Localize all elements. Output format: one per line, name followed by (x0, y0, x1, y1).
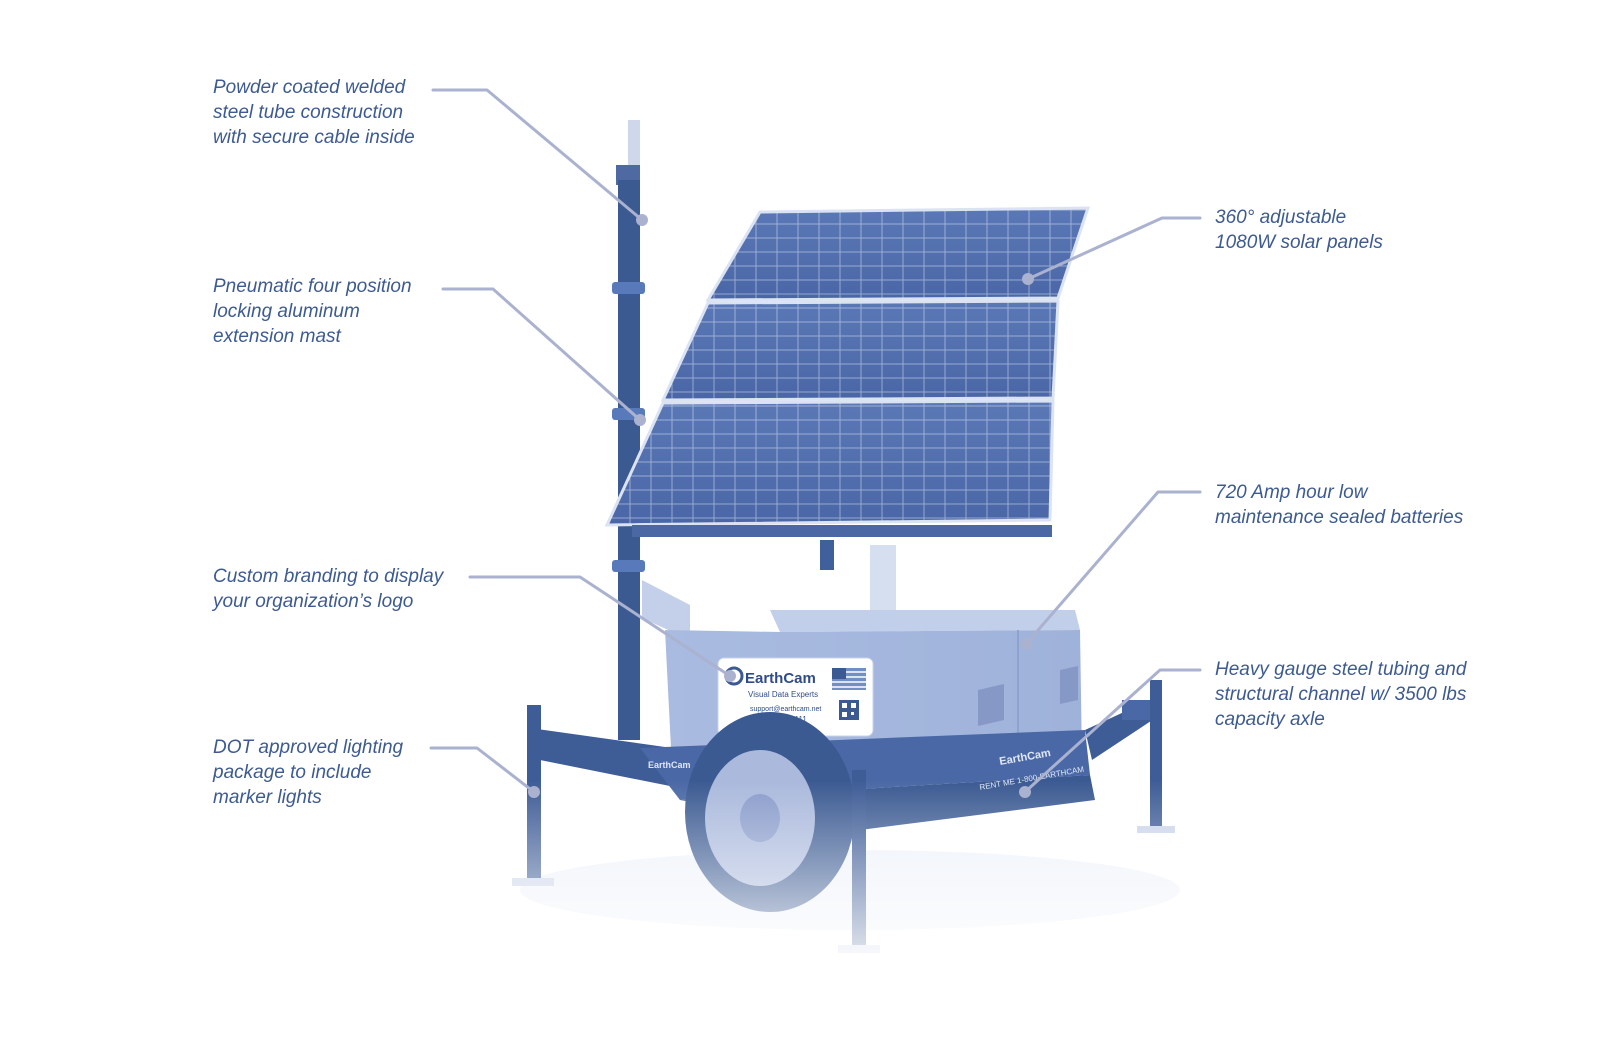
extension-mast (612, 120, 690, 740)
decal-email: support@earthcam.net (750, 706, 821, 713)
callout-branding: Custom branding to display your organiza… (213, 566, 444, 612)
leader-dot-mast-tube (636, 214, 648, 226)
leader-dot-axle (1019, 786, 1031, 798)
flag-icon (832, 668, 866, 690)
leader-line-solar-panels (1026, 216, 1202, 281)
leader-line-mast-tube (431, 88, 644, 222)
leader-lines (429, 88, 1202, 794)
callout-solar-panels: 360° adjustable 1080W solar panels (1215, 207, 1383, 253)
callout-extension-mast: Pneumatic four position locking aluminum… (213, 276, 412, 347)
decal-brand: EarthCam (745, 670, 816, 687)
leader-dot-branding (724, 670, 736, 682)
leader-line-batteries (1024, 490, 1202, 646)
leader-dot-batteries (1020, 638, 1032, 650)
leader-line-branding (468, 575, 732, 678)
decal-tagline: Visual Data Experts (748, 690, 818, 699)
callout-batteries: 720 Amp hour low maintenance sealed batt… (1215, 482, 1464, 528)
leader-line-lighting (429, 746, 536, 794)
callout-lighting: DOT approved lighting package to include… (213, 737, 404, 808)
leader-dot-lighting (528, 786, 540, 798)
callout-mast-tube: Powder coated welded steel tube construc… (213, 77, 415, 148)
leader-line-extension-mast (441, 287, 642, 422)
qr-code-icon (839, 700, 859, 720)
callout-axle: Heavy gauge steel tubing and structural … (1215, 659, 1467, 730)
leader-dot-solar-panels (1022, 273, 1034, 285)
side-decal-brand: EarthCam (648, 760, 691, 770)
leader-line-axle (1023, 668, 1202, 794)
fade-overlay (480, 780, 1200, 980)
solar-panel-array (604, 206, 1091, 635)
leader-dots (528, 214, 1034, 798)
leader-dot-extension-mast (634, 414, 646, 426)
